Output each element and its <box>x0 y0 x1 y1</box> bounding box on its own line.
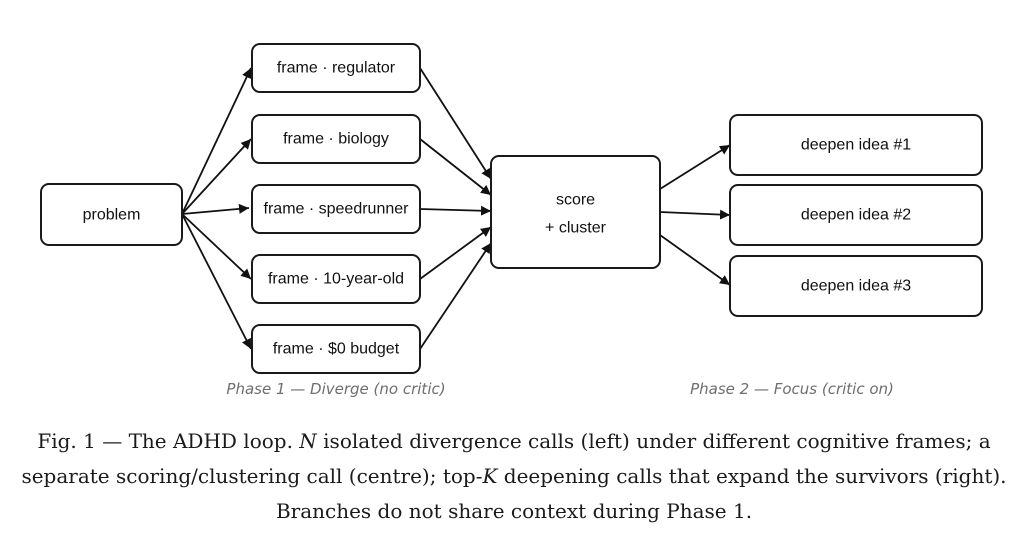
edges-converge <box>419 67 492 350</box>
node-frame-zero-budget-label: frame · $0 budget <box>273 341 400 358</box>
edge-ten-year-old-score <box>419 226 492 280</box>
caption-part-1: Fig. 1 — The ADHD loop. <box>37 429 300 453</box>
edge-problem-regulator <box>181 67 252 215</box>
edges-diverge <box>181 67 252 350</box>
node-frame-regulator: frame · regulator <box>251 43 421 93</box>
node-score-label: score <box>556 192 595 209</box>
figure-caption: Fig. 1 — The ADHD loop. N isolated diver… <box>20 424 1008 529</box>
edge-biology-score <box>419 138 492 196</box>
edge-problem-ten-year-old <box>181 213 252 280</box>
edge-score-deepen-3 <box>659 234 731 286</box>
edge-problem-biology <box>181 138 252 215</box>
node-deepen-3: deepen idea #3 <box>729 255 983 317</box>
node-deepen-1-label: deepen idea #1 <box>801 137 911 154</box>
node-frame-ten-year-old: frame · 10-year-old <box>251 254 421 304</box>
node-deepen-3-label: deepen idea #3 <box>801 278 911 295</box>
node-problem-label: problem <box>83 207 141 224</box>
node-deepen-2: deepen idea #2 <box>729 184 983 246</box>
phase-2-label: Phase 2 — Focus (critic on) <box>690 380 894 398</box>
caption-part-3: deepening calls that expand the survivor… <box>275 464 1007 523</box>
node-score-cluster: score + cluster <box>490 155 661 269</box>
edge-problem-speedrunner <box>181 203 250 215</box>
node-frame-speedrunner-label: frame · speedrunner <box>264 201 410 218</box>
edge-problem-zero-budget <box>181 213 252 350</box>
node-deepen-1: deepen idea #1 <box>729 114 983 176</box>
caption-n: N <box>299 429 317 453</box>
edge-score-deepen-2 <box>659 209 731 220</box>
node-deepen-2-label: deepen idea #2 <box>801 207 911 224</box>
phase-1-label: Phase 1 — Diverge (no critic) <box>226 380 445 398</box>
edges-focus <box>659 144 731 286</box>
caption-k: K <box>482 464 498 488</box>
node-frame-biology-label: frame · biology <box>283 131 389 148</box>
node-frame-biology: frame · biology <box>251 114 421 164</box>
node-frame-zero-budget: frame · $0 budget <box>251 324 421 374</box>
node-problem: problem <box>40 183 183 246</box>
edge-score-deepen-1 <box>659 144 731 190</box>
caption-part-2: isolated divergence calls (left) under d… <box>21 429 991 488</box>
edge-speedrunner-score <box>419 205 492 216</box>
node-frame-ten-year-old-label: frame · 10-year-old <box>268 271 404 288</box>
edge-zero-budget-score <box>419 242 492 350</box>
node-cluster-label: + cluster <box>545 220 607 237</box>
node-frame-regulator-label: frame · regulator <box>277 60 396 77</box>
edge-regulator-score <box>419 67 492 180</box>
node-frame-speedrunner: frame · speedrunner <box>251 184 421 234</box>
